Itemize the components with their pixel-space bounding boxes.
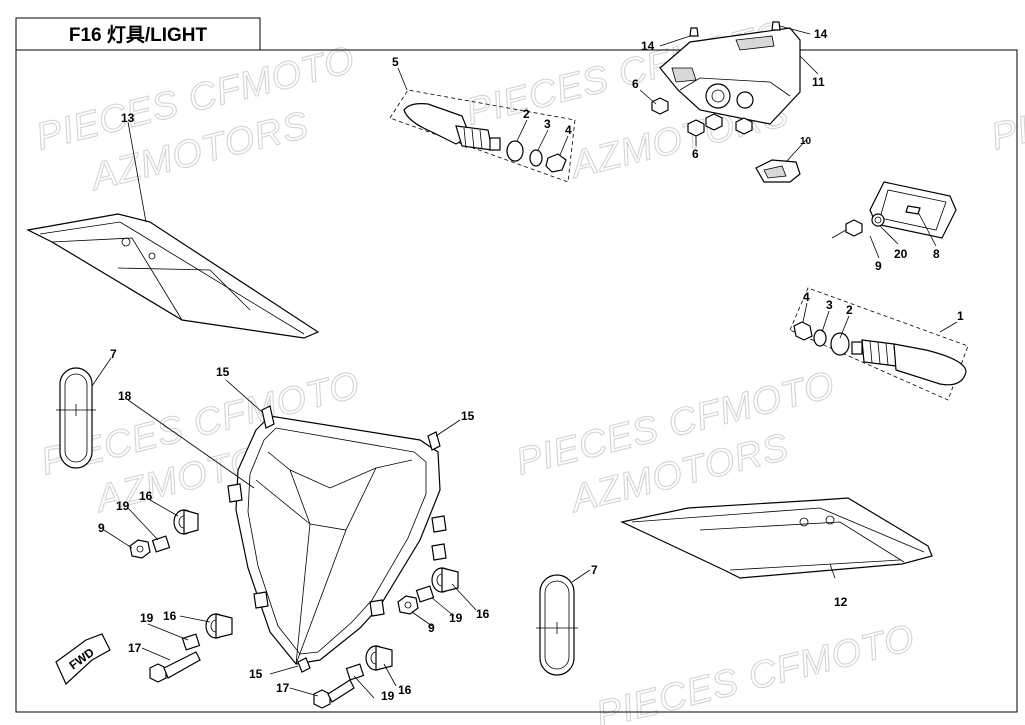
callout-4: 4	[565, 123, 572, 137]
callout-2: 2	[523, 107, 530, 121]
callout-11: 11	[812, 75, 825, 89]
callout-9: 9	[875, 259, 882, 273]
callout-15: 15	[216, 365, 230, 379]
watermark-line1: PIECES CFMOTO	[987, 39, 1025, 159]
hardware-lower-left	[149, 613, 233, 683]
callout-17: 17	[276, 681, 290, 695]
callout-19: 19	[381, 689, 395, 703]
callout-19: 19	[449, 611, 463, 625]
callout-10: 10	[800, 136, 812, 147]
callout-19: 19	[116, 499, 130, 513]
callout-9: 9	[98, 521, 105, 535]
callout-3: 3	[826, 298, 833, 312]
callout-14: 14	[814, 27, 828, 41]
fwd-arrow: FWD	[55, 633, 111, 686]
callout-labels: 1 2 3 4 2 3 4 5 6 6 7 7 8 9 20 10 11 12 …	[98, 27, 964, 703]
part-5-turn-signal-left	[389, 89, 576, 183]
callout-16: 16	[476, 607, 490, 621]
callout-9: 9	[428, 621, 435, 635]
leader-lines	[91, 25, 958, 699]
callout-6: 6	[692, 147, 699, 161]
part-7-reflector-bottom	[536, 574, 578, 676]
callout-20: 20	[894, 247, 908, 261]
callout-6: 6	[632, 77, 639, 91]
watermark-line1: PIECES CFMOTO	[592, 617, 919, 725]
part-11-tail-light-housing	[651, 21, 801, 137]
part-12-side-panel-right	[620, 497, 933, 579]
callout-17: 17	[128, 641, 142, 655]
part-1-turn-signal-right	[789, 287, 969, 401]
diagram-title: F16 灯具/LIGHT	[69, 24, 208, 46]
hardware-bottom	[313, 645, 393, 709]
callout-16: 16	[163, 609, 177, 623]
part-18-headlight	[227, 405, 447, 673]
callout-15: 15	[249, 667, 263, 681]
callout-2: 2	[846, 303, 853, 317]
callout-7: 7	[591, 563, 598, 577]
callout-15: 15	[461, 409, 475, 423]
diagram-frame	[15, 49, 1018, 713]
callout-19: 19	[140, 611, 154, 625]
callout-14: 14	[641, 39, 655, 53]
callout-7: 7	[110, 347, 117, 361]
callout-16: 16	[398, 683, 412, 697]
part-10-license-light	[755, 159, 801, 183]
callout-16: 16	[139, 489, 153, 503]
hardware-right	[397, 567, 459, 615]
callout-4: 4	[803, 290, 810, 304]
callout-1: 1	[957, 309, 964, 323]
title-box	[15, 17, 261, 51]
callout-5: 5	[392, 55, 399, 69]
callout-12: 12	[834, 595, 848, 609]
callout-13: 13	[121, 111, 135, 125]
part-13-side-panel-left	[26, 213, 320, 339]
part-8-rear-reflector	[831, 181, 957, 239]
callout-3: 3	[544, 117, 551, 131]
callout-18: 18	[118, 389, 132, 403]
callout-8: 8	[933, 247, 940, 261]
part-7-reflector-left	[56, 367, 96, 469]
hardware-upper-left	[129, 509, 199, 559]
